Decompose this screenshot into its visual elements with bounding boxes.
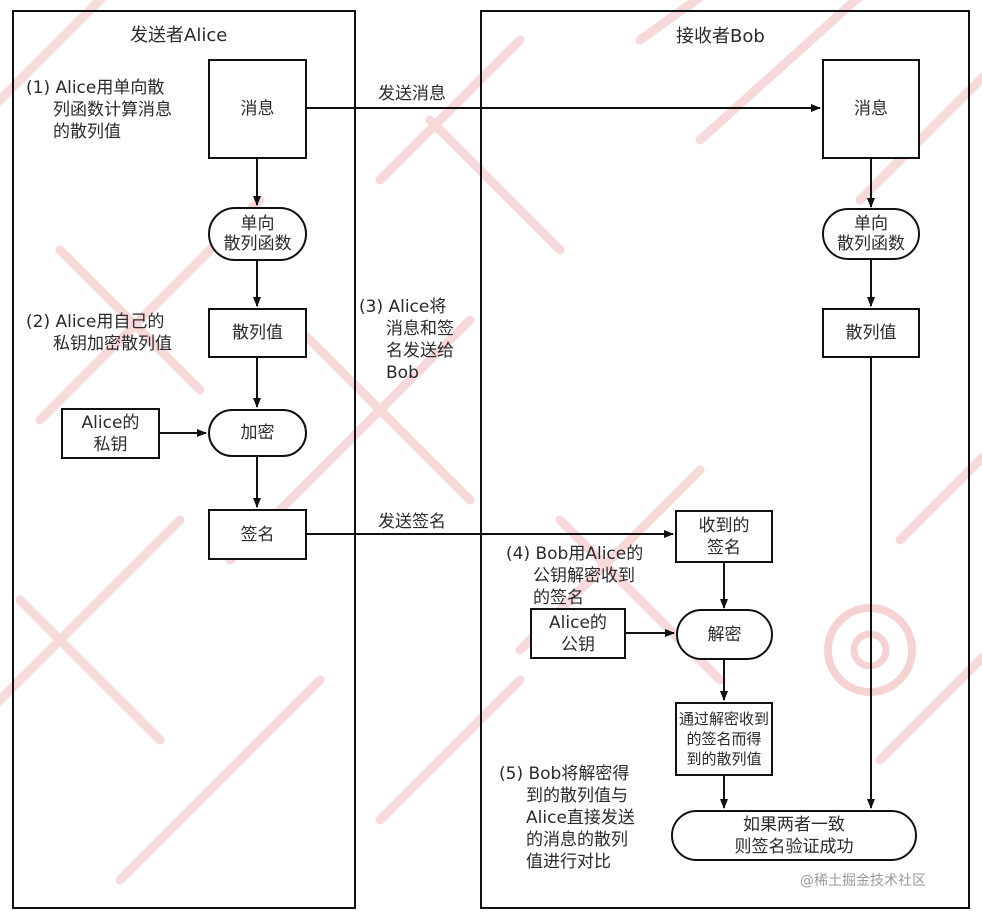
sender-hash-function-node: 单向 散列函数 <box>208 207 307 261</box>
alice-private-key-node: Alice的 私钥 <box>61 408 160 459</box>
step-3-annotation: (3) Alice将 消息和签 名发送给 Bob <box>359 297 455 383</box>
sender-hash-value-node: 散列值 <box>208 308 307 358</box>
step-5-annotation: (5) Bob将解密得 到的散列值与 Alice直接发送 的消息的散列 值进行对… <box>499 764 635 872</box>
receiver-message-node: 消息 <box>822 59 920 159</box>
receiver-lane-title: 接收者Bob <box>676 26 765 47</box>
step-2-annotation: (2) Alice用自己的 私钥加密散列值 <box>26 312 173 354</box>
receiver-hash-function-node: 单向 散列函数 <box>822 208 920 260</box>
alice-public-key-node: Alice的 公钥 <box>530 608 626 659</box>
send-signature-label: 发送签名 <box>378 512 446 532</box>
step-4-annotation: (4) Bob用Alice的 公钥解密收到 的签名 <box>506 544 644 608</box>
sender-message-node: 消息 <box>208 59 307 159</box>
encrypt-node: 加密 <box>208 409 307 457</box>
watermark-credit: @稀土掘金技术社区 <box>800 873 926 889</box>
sender-lane-title: 发送者Alice <box>130 25 228 46</box>
send-message-label: 发送消息 <box>378 84 446 104</box>
decrypt-node: 解密 <box>676 609 773 660</box>
signature-node: 签名 <box>208 509 307 560</box>
decrypted-hash-node: 通过解密收到 的签名而得 到的散列值 <box>675 702 773 776</box>
received-signature-node: 收到的 签名 <box>675 510 773 563</box>
verification-result-node: 如果两者一致 则签名验证成功 <box>671 810 917 861</box>
receiver-hash-value-node: 散列值 <box>822 308 920 358</box>
step-1-annotation: (1) Alice用单向散 列函数计算消息 的散列值 <box>26 78 173 142</box>
